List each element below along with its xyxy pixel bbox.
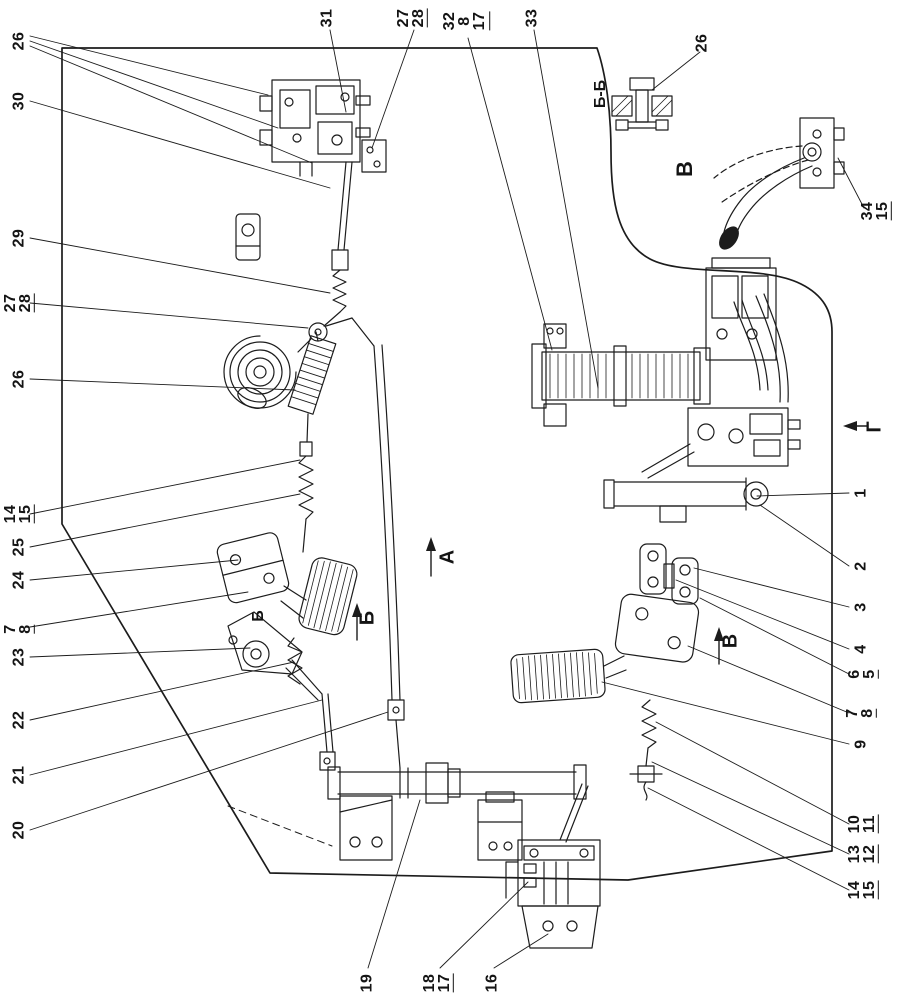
section-view-g: Г	[863, 421, 886, 433]
coiled-hose-spiral	[223, 335, 297, 409]
left-pedal-pad	[298, 557, 358, 636]
section-view-a: А	[436, 549, 459, 565]
cross-shaft	[327, 762, 589, 861]
callout-9: 9	[852, 739, 870, 749]
return-spring-rod	[629, 699, 663, 801]
callout-24: 24	[10, 570, 28, 590]
section-view-b-small: Б	[250, 610, 267, 622]
reservoir-unit	[705, 257, 789, 403]
callout-29: 29	[10, 228, 28, 248]
callout-27-28-left: 27 28	[1, 293, 36, 313]
callout-30: 30	[10, 91, 28, 111]
callout-7-8-left: 7 8	[1, 624, 36, 634]
callout-23: 23	[10, 647, 28, 667]
callout-25: 25	[10, 537, 28, 557]
support-bracket	[235, 213, 261, 261]
callout-2: 2	[852, 561, 870, 571]
callout-26-valve-group: 26	[10, 31, 28, 51]
callout-7-8-right: 7 8	[843, 708, 878, 718]
callout-32-8-17: 32 8 17	[441, 11, 490, 31]
callout-14-15-left: 14 15	[1, 504, 36, 524]
valve-block	[641, 407, 801, 479]
callout-26-top-right: 26	[693, 33, 711, 53]
master-cylinder-block	[531, 323, 711, 427]
callout-20: 20	[10, 820, 28, 840]
callout-18-17: 18 17	[420, 973, 455, 993]
bottom-bracket-assembly	[505, 839, 601, 949]
view-v-detail	[713, 117, 845, 250]
section-view-v-top: В	[672, 161, 697, 177]
callout-22: 22	[10, 710, 28, 730]
ribbed-sleeve	[287, 335, 337, 415]
callout-19: 19	[358, 973, 376, 993]
callout-1: 1	[852, 488, 870, 498]
right-pedal-pad	[510, 648, 606, 704]
pull-rod-long	[373, 344, 405, 769]
section-view-b-b: Б-Б	[592, 79, 609, 109]
tension-spring-25	[298, 441, 314, 553]
callout-14-15-right: 14 15	[845, 880, 880, 900]
brake-valve-assembly	[259, 79, 387, 177]
callout-10-11: 10 11	[845, 814, 880, 834]
left-pedal-bracket	[216, 532, 290, 604]
callout-27-28-top: 27 28	[394, 8, 429, 28]
lower-lever-assembly	[227, 611, 323, 701]
cylinder-and-knob	[603, 477, 769, 523]
section-view-v-right: В	[719, 633, 742, 649]
callout-31: 31	[318, 8, 336, 28]
leader-lines	[29, 29, 865, 969]
callout-3: 3	[852, 602, 870, 612]
callout-4: 4	[852, 644, 870, 654]
right-pedal-bracket	[614, 593, 700, 663]
callout-34-15: 34 15	[858, 201, 893, 221]
panel-outline	[61, 47, 833, 881]
hinge-plates	[639, 543, 699, 605]
panel-dashed-edge	[227, 805, 333, 847]
callout-26-left: 26	[10, 369, 28, 389]
section-b-b-detail	[611, 77, 673, 131]
section-view-b-center: Б	[356, 610, 379, 626]
callout-33: 33	[523, 8, 541, 28]
callout-16: 16	[483, 973, 501, 993]
pull-rod-short	[319, 693, 336, 771]
callout-6-5: 6 5	[845, 669, 880, 679]
callout-13-12: 13 12	[845, 844, 880, 864]
callout-21: 21	[10, 765, 28, 785]
